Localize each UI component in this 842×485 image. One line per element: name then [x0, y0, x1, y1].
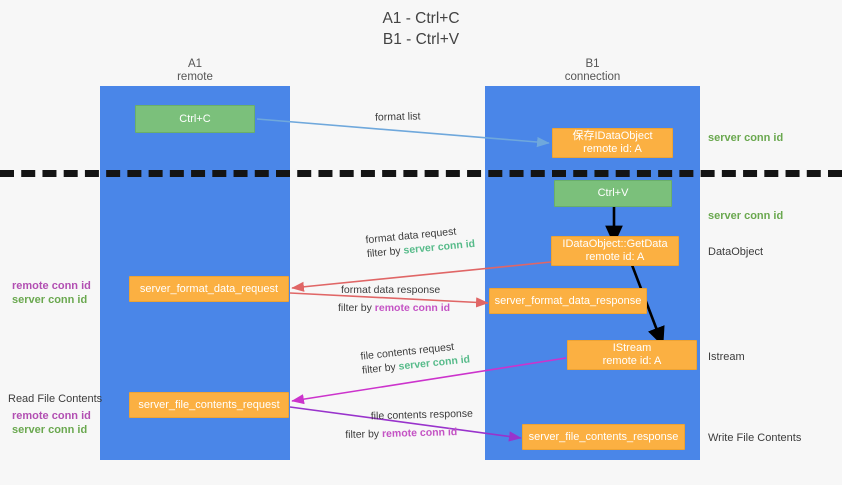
node-server-format-data-response[interactable]: server_format_data_response [489, 288, 647, 314]
side-label-server-conn-id-top: server conn id [708, 132, 784, 144]
edge-label-format-list-text: format list [374, 110, 421, 124]
node-idataobject-getdata[interactable]: IDataObject::GetData remote id: A [551, 236, 679, 266]
diagram-title: A1 - Ctrl+C B1 - Ctrl+V [0, 8, 842, 50]
node-server-file-contents-response[interactable]: server_file_contents_response [522, 424, 685, 450]
side-label-server-conn-id-left-mid: server conn id [12, 294, 88, 306]
side-label-remote-conn-id-mid: remote conn id [12, 280, 91, 292]
node-save-idataobject[interactable]: 保存IDataObject remote id: A [552, 128, 673, 158]
filter-by-text-2: filter by [338, 302, 372, 314]
node-server-format-data-request[interactable]: server_format_data_request [129, 276, 289, 302]
edge-label-format-data-response: format data response filter by remote co… [338, 283, 450, 315]
lane-header-b1-name: B1 [585, 58, 600, 70]
node-save-idataobject-label: 保存IDataObject [572, 130, 653, 142]
node-ctrl-c-label: Ctrl+C [179, 112, 211, 125]
node-save-idataobject-subtitle: remote id: A [583, 143, 642, 155]
node-ctrl-v-label: Ctrl+V [597, 187, 629, 199]
side-label-read-file-contents: Read File Contents [8, 393, 103, 405]
filter-by-text-3: filter by [361, 361, 397, 377]
node-ctrl-c[interactable]: Ctrl+C [135, 105, 255, 133]
edge-label-format-list: format list [375, 109, 421, 124]
side-label-server-conn-id-mid: server conn id [708, 210, 784, 222]
side-label-write-file-contents: Write File Contents [708, 432, 802, 444]
title-line-1: A1 - Ctrl+C [382, 10, 460, 27]
lane-header-a1-name: A1 [187, 58, 203, 70]
edge-label-file-contents-response: file contents response filter by remote … [345, 407, 474, 442]
node-istream-label: IStream [612, 342, 652, 354]
node-istream-subtitle: remote id: A [602, 355, 662, 367]
side-label-remote-conn-id-bottom: remote conn id [12, 410, 91, 422]
filter-remote-conn-id: remote conn id [374, 302, 451, 314]
edge-label-file-contents-response-filter: filter by remote conn id [345, 425, 473, 442]
filter-by-text-4: filter by [345, 428, 380, 442]
edge-label-file-contents-request: file contents request filter by server c… [360, 338, 471, 377]
node-server-file-contents-request-label: server_file_contents_request [138, 398, 280, 411]
node-ctrl-v[interactable]: Ctrl+V [554, 180, 672, 207]
lane-header-a1-sub: remote [177, 71, 213, 83]
lane-header-b1: B1 connection [485, 58, 700, 84]
lane-header-a1: A1 remote [100, 58, 290, 84]
side-label-data-object: DataObject [708, 246, 764, 258]
node-idataobject-getdata-label: IDataObject::GetData [562, 238, 668, 250]
title-line-2: B1 - Ctrl+V [382, 31, 460, 48]
side-label-istream: Istream [708, 351, 745, 363]
side-label-server-conn-id-bottom: server conn id [12, 424, 88, 436]
filter-remote-conn-id-2: remote conn id [381, 426, 458, 441]
filter-by-text: filter by [366, 244, 402, 261]
lane-header-b1-sub: connection [564, 71, 621, 83]
node-server-format-data-request-label: server_format_data_request [139, 282, 279, 295]
phase-separator [0, 170, 842, 177]
node-server-format-data-response-label: server_format_data_response [494, 294, 642, 307]
node-server-file-contents-response-label: server_file_contents_response [528, 430, 679, 443]
edge-label-format-data-response-text: format data response [341, 284, 441, 296]
edge-label-format-data-response-filter: filter by remote conn id [338, 301, 450, 315]
edge-label-file-contents-response-text: file contents response [370, 407, 474, 423]
node-idataobject-getdata-subtitle: remote id: A [585, 251, 645, 263]
node-istream[interactable]: IStream remote id: A [567, 340, 697, 370]
edge-label-format-data-request: format data request filter by server con… [365, 223, 476, 261]
node-server-file-contents-request[interactable]: server_file_contents_request [129, 392, 289, 418]
